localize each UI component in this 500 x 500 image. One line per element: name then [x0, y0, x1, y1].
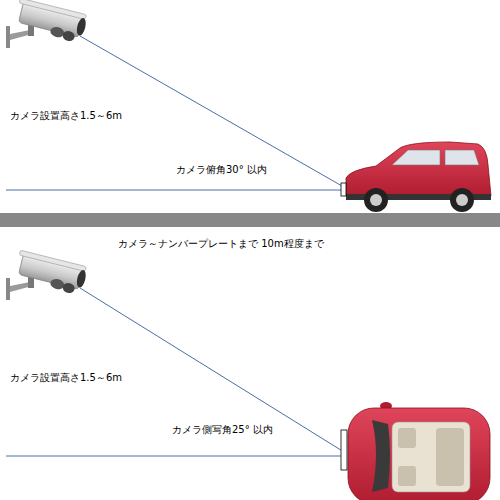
view-line	[80, 288, 344, 452]
annotation-label: カメラ設置高さ1.5～6m	[10, 372, 122, 384]
car-top	[341, 402, 490, 500]
divider-band	[0, 213, 500, 227]
ground-line	[6, 456, 344, 457]
ground-line	[6, 190, 342, 191]
annotation-label: カメラ設置高さ1.5～6m	[10, 110, 122, 122]
annotation-label: カメラ～ナンバープレートまで 10m程度まで	[118, 238, 324, 250]
annotation-label: カメラ側写角25° 以内	[172, 424, 273, 436]
car-side	[341, 142, 491, 212]
annotation-label: カメラ俯角30° 以内	[176, 164, 267, 176]
